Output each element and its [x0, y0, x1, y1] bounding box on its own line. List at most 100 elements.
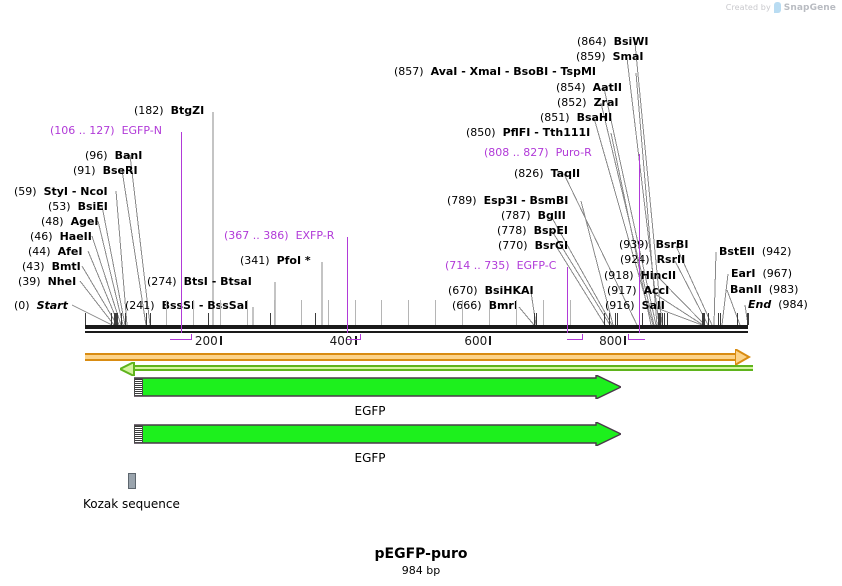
site-tick: [149, 313, 151, 325]
enzyme-site-position: (984): [771, 298, 808, 311]
site-tick: [247, 313, 249, 325]
graticule-line: [354, 300, 356, 325]
enzyme-site-label[interactable]: (46) HaeII: [30, 231, 92, 243]
site-tick: [616, 313, 618, 325]
enzyme-site-label[interactable]: (44) AfeI: [28, 246, 82, 258]
primer-label[interactable]: (714 .. 735) EGFP-C: [445, 260, 556, 272]
enzyme-site-name: BglII: [537, 209, 566, 222]
primer-label[interactable]: (367 .. 386) EXFP-R: [224, 230, 334, 242]
feature-egfp-arrow-2[interactable]: [134, 422, 621, 446]
enzyme-site-label[interactable]: (859) SmaI: [576, 51, 643, 63]
enzyme-site-label[interactable]: (917) AccI: [607, 285, 669, 297]
enzyme-site-name: AfeI: [57, 245, 83, 258]
primer-drop-line: [347, 237, 348, 333]
enzyme-site-name: PfoI *: [276, 254, 311, 267]
enzyme-site-position: (864): [577, 35, 614, 48]
enzyme-site-label[interactable]: (182) BtgZI: [134, 105, 204, 117]
enzyme-site-position: (48): [41, 215, 71, 228]
enzyme-site-label[interactable]: (826) TaqII: [514, 168, 580, 180]
primer-bracket-end: [360, 334, 361, 340]
primer-label[interactable]: (808 .. 827) Puro-R: [484, 147, 592, 159]
primer-range: (808 .. 827): [484, 146, 556, 159]
enzyme-site-label[interactable]: BstEII (942): [719, 246, 791, 258]
feature-bar-orange[interactable]: [85, 353, 742, 361]
primer-bracket: [347, 339, 360, 340]
watermark-brand: SnapGene: [783, 2, 836, 13]
enzyme-site-position: (670): [448, 284, 485, 297]
feature-egfp-label-2: EGFP: [354, 451, 386, 465]
enzyme-site-label[interactable]: (670) BsiHKAI: [448, 285, 534, 297]
enzyme-site-position: (851): [540, 111, 577, 124]
enzyme-site-label[interactable]: (274) BtsI - BtsaI: [147, 276, 252, 288]
enzyme-site-label[interactable]: BanII (983): [730, 284, 798, 296]
site-tick: [662, 313, 664, 325]
enzyme-site-label[interactable]: (789) Esp3I - BsmBI: [447, 195, 568, 207]
feature-bar-lightgreen[interactable]: [131, 365, 753, 371]
ruler-tick-label: 800: [599, 334, 623, 348]
enzyme-site-position: (46): [30, 230, 60, 243]
enzyme-site-label[interactable]: EarI (967): [731, 268, 792, 280]
primer-drop-line: [181, 132, 182, 333]
site-tick: [207, 313, 209, 325]
enzyme-site-label[interactable]: (918) HincII: [604, 270, 676, 282]
site-tick: [702, 313, 704, 325]
enzyme-site-label[interactable]: (852) ZraI: [557, 97, 619, 109]
enzyme-site-position: (826): [514, 167, 551, 180]
enzyme-site-label[interactable]: (48) AgeI: [41, 216, 99, 228]
primer-label[interactable]: (106 .. 127) EGFP-N: [50, 125, 162, 137]
enzyme-site-label[interactable]: (43) BmtI: [22, 261, 81, 273]
feature-egfp-hatch-2: [134, 425, 143, 443]
graticule-line: [462, 300, 464, 325]
primer-bracket-end: [191, 334, 192, 340]
enzyme-site-label[interactable]: (916) SalI: [605, 300, 665, 312]
enzyme-site-label[interactable]: (96) BanI: [85, 150, 142, 162]
primer-name: EGFP-C: [516, 259, 557, 272]
site-tick: [747, 313, 749, 325]
enzyme-site-name: BmtI: [51, 260, 81, 273]
enzyme-site-position: (341): [240, 254, 277, 267]
enzyme-site-position: (39): [18, 275, 48, 288]
enzyme-site-position: (770): [498, 239, 535, 252]
enzyme-site-name: BtgZI: [170, 104, 205, 117]
enzyme-site-name: HincII: [640, 269, 677, 282]
graticule-line: [516, 300, 518, 325]
enzyme-site-name: BstEII: [719, 245, 755, 258]
enzyme-site-label[interactable]: (91) BseRI: [73, 165, 138, 177]
enzyme-site-label[interactable]: (857) AvaI - XmaI - BsoBI - TspMI: [394, 66, 596, 78]
enzyme-site-label[interactable]: (53) BsiEI: [48, 201, 108, 213]
enzyme-site-position: (917): [607, 284, 644, 297]
site-tick: [641, 313, 643, 325]
enzyme-site-label[interactable]: (241) BssSI - BssSaI: [125, 300, 248, 312]
enzyme-site-label[interactable]: (666) BmrI: [452, 300, 518, 312]
plasmid-backbone-lower: [85, 331, 748, 333]
primer-drop-line: [639, 154, 640, 333]
site-tick: [115, 313, 117, 325]
enzyme-site-label[interactable]: (864) BsiWI: [577, 36, 649, 48]
feature-kozak-block[interactable]: [128, 473, 136, 489]
enzyme-site-label[interactable]: (854) AatII: [556, 82, 622, 94]
feature-egfp-label-1: EGFP: [354, 404, 386, 418]
enzyme-site-position: (789): [447, 194, 484, 207]
site-tick: [609, 313, 611, 325]
enzyme-site-label[interactable]: (778) BspEI: [497, 225, 568, 237]
enzyme-site-label[interactable]: (850) PflFI - Tth111I: [466, 127, 590, 139]
enzyme-site-label[interactable]: (939) BsrBI: [619, 239, 688, 251]
watermark-prefix: Created by: [725, 3, 771, 12]
enzyme-site-label[interactable]: (851) BsaHI: [540, 112, 612, 124]
enzyme-site-label[interactable]: (59) StyI - NcoI: [14, 186, 108, 198]
enzyme-site-label[interactable]: End (984): [748, 299, 808, 311]
primer-name: EGFP-N: [121, 124, 162, 137]
enzyme-site-label[interactable]: (787) BglII: [501, 210, 566, 222]
enzyme-site-label[interactable]: (924) RsrII: [620, 254, 685, 266]
site-tick: [85, 313, 86, 325]
enzyme-site-name: TaqII: [550, 167, 581, 180]
enzyme-site-label[interactable]: (0) Start: [14, 300, 68, 312]
feature-egfp-arrow-1[interactable]: [134, 375, 621, 399]
enzyme-site-label[interactable]: (341) PfoI *: [240, 255, 311, 267]
enzyme-site-position: (778): [497, 224, 534, 237]
site-tick: [146, 313, 148, 325]
primer-bracket: [567, 339, 582, 340]
enzyme-site-position: (241): [125, 299, 162, 312]
enzyme-site-label[interactable]: (39) NheI: [18, 276, 76, 288]
enzyme-site-label[interactable]: (770) BsrGI: [498, 240, 568, 252]
